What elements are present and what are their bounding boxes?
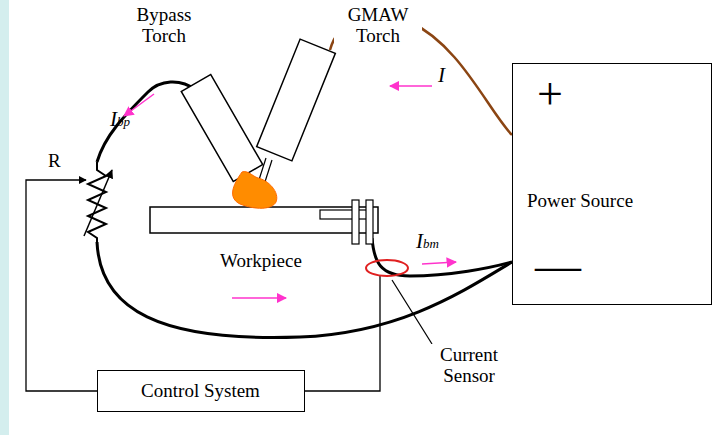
side-band bbox=[0, 0, 9, 435]
power-source-box: + Power Source — bbox=[512, 63, 712, 305]
clamp-bar bbox=[366, 200, 373, 244]
bypass-cable bbox=[97, 82, 196, 162]
node-text: + bbox=[537, 68, 563, 121]
current-arrow bbox=[422, 262, 456, 264]
current-label: Ibm bbox=[414, 230, 441, 254]
current-sensor bbox=[366, 260, 408, 276]
variable-arrow bbox=[84, 170, 112, 236]
return-cable bbox=[97, 242, 512, 338]
current-arrow bbox=[124, 94, 154, 116]
node-text: — bbox=[535, 240, 581, 293]
torch-label: GMAW Torch bbox=[334, 4, 422, 47]
bypass-torch bbox=[181, 74, 262, 181]
gmaw-torch bbox=[257, 39, 336, 161]
sensor-line bbox=[305, 276, 380, 391]
current-label: I bbox=[436, 64, 447, 88]
current-arrow bbox=[390, 85, 432, 87]
workpiece-plate bbox=[150, 207, 378, 233]
clamp-jaw bbox=[320, 210, 372, 219]
clamp-bar bbox=[352, 200, 359, 244]
sensor-label: Current Sensor bbox=[428, 344, 510, 387]
torch-label: Bypass Torch bbox=[122, 4, 206, 47]
node-text: Power Source bbox=[527, 190, 633, 212]
resistor-label: R bbox=[46, 150, 63, 171]
leader-line bbox=[392, 280, 432, 344]
node-text: Control System bbox=[141, 380, 260, 402]
current-arrow bbox=[232, 297, 286, 299]
workpiece-label: Workpiece bbox=[218, 250, 304, 271]
control-system-box: Control System bbox=[97, 370, 305, 412]
current-label: Ibp bbox=[108, 108, 132, 132]
resistor-symbol bbox=[88, 162, 106, 242]
workpiece-cable bbox=[372, 238, 512, 276]
welding-arc bbox=[233, 172, 277, 209]
control-line bbox=[26, 180, 97, 391]
